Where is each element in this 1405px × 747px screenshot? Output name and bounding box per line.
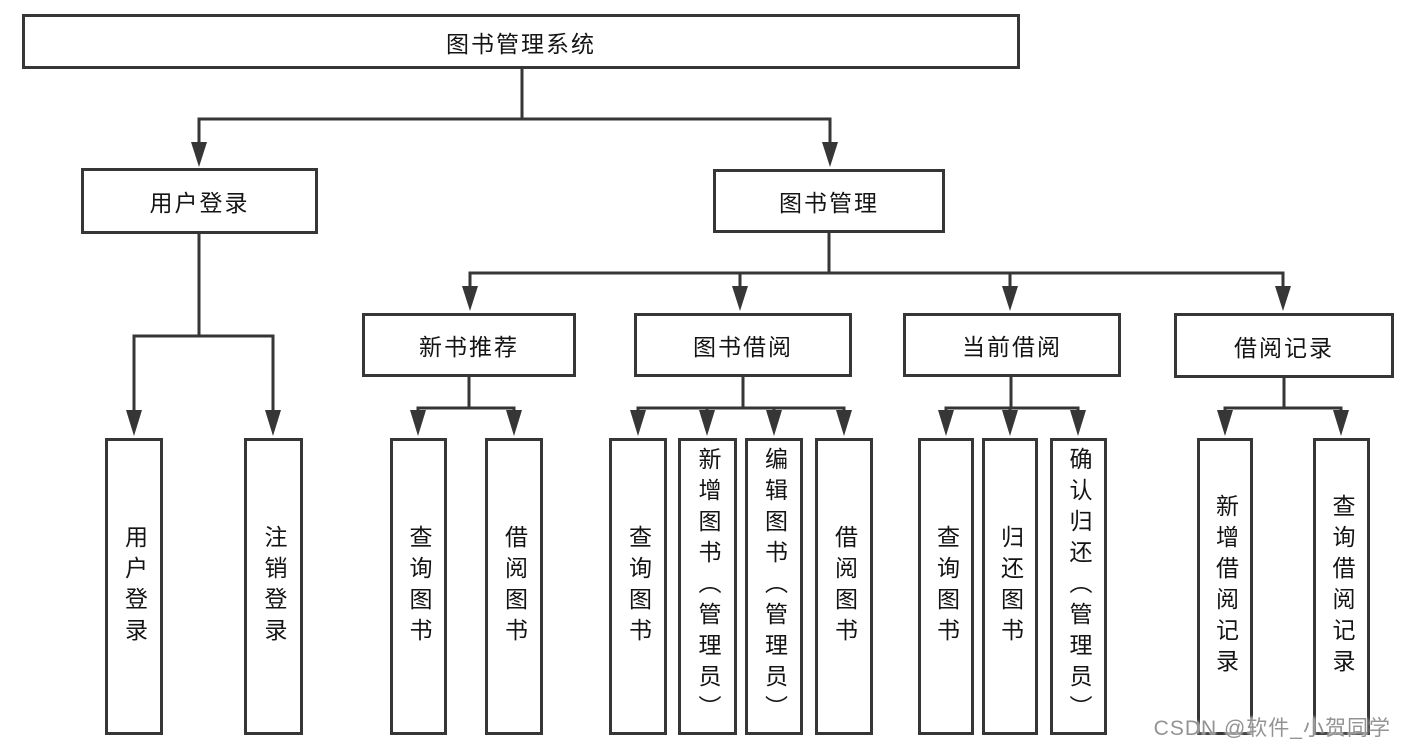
node-book-management: 图书管理 (713, 169, 945, 233)
leaf-edit-book-admin-label: 编辑图书（管理员） (761, 447, 788, 726)
leaf-logout: 注销登录 (244, 438, 303, 735)
leaf-borrow-query-books-label: 查询图书 (625, 524, 652, 649)
csdn-watermark: CSDN @软件_小贺同学 (1153, 717, 1391, 740)
leaf-query-borrow-record-label: 查询借阅记录 (1329, 493, 1355, 680)
node-book-borrow-label: 图书借阅 (693, 334, 793, 360)
leaf-query-borrow-record: 查询借阅记录 (1313, 438, 1370, 735)
leaf-borrow-query-books: 查询图书 (609, 438, 667, 735)
leaf-borrow-book: 借阅图书 (815, 438, 873, 735)
node-user-login-label: 用户登录 (149, 190, 250, 216)
leaf-add-borrow-record-label: 新增借阅记录 (1212, 493, 1239, 680)
leaf-newbook-query-books: 查询图书 (390, 438, 447, 735)
node-current-borrow: 当前借阅 (903, 313, 1121, 377)
arrowheads (126, 142, 1349, 436)
node-user-login: 用户登录 (81, 168, 318, 234)
leaf-logout-label: 注销登录 (261, 524, 287, 649)
node-book-management-label: 图书管理 (779, 190, 879, 216)
node-book-borrow: 图书借阅 (634, 313, 852, 377)
leaf-user-login-label: 用户登录 (121, 524, 148, 649)
node-new-book-recommend: 新书推荐 (362, 313, 576, 377)
node-new-book-recommend-label: 新书推荐 (419, 334, 519, 360)
leaf-return-book: 归还图书 (982, 438, 1038, 735)
leaf-return-book-label: 归还图书 (997, 524, 1024, 649)
leaf-newbook-borrow-book-label: 借阅图书 (501, 524, 528, 649)
leaf-confirm-return-admin: 确认归还（管理员） (1050, 438, 1107, 735)
leaf-add-book-admin: 新增图书（管理员） (678, 438, 737, 735)
leaf-newbook-borrow-book: 借阅图书 (485, 438, 543, 735)
leaf-user-login: 用户登录 (105, 438, 163, 735)
node-borrow-records: 借阅记录 (1174, 313, 1394, 378)
node-root-label: 图书管理系统 (446, 30, 596, 57)
node-root-system: 图书管理系统 (22, 14, 1020, 69)
leaf-current-query-books: 查询图书 (918, 438, 974, 735)
node-borrow-records-label: 借阅记录 (1234, 334, 1334, 361)
leaf-confirm-return-admin-label: 确认归还（管理员） (1066, 447, 1092, 726)
leaf-add-borrow-record: 新增借阅记录 (1197, 438, 1253, 735)
leaf-borrow-book-label: 借阅图书 (831, 524, 858, 649)
leaf-current-query-books-label: 查询图书 (933, 524, 960, 649)
leaf-edit-book-admin: 编辑图书（管理员） (745, 438, 803, 735)
leaf-add-book-admin-label: 新增图书（管理员） (695, 447, 721, 726)
leaf-newbook-query-books-label: 查询图书 (406, 524, 432, 649)
node-current-borrow-label: 当前借阅 (962, 334, 1062, 360)
